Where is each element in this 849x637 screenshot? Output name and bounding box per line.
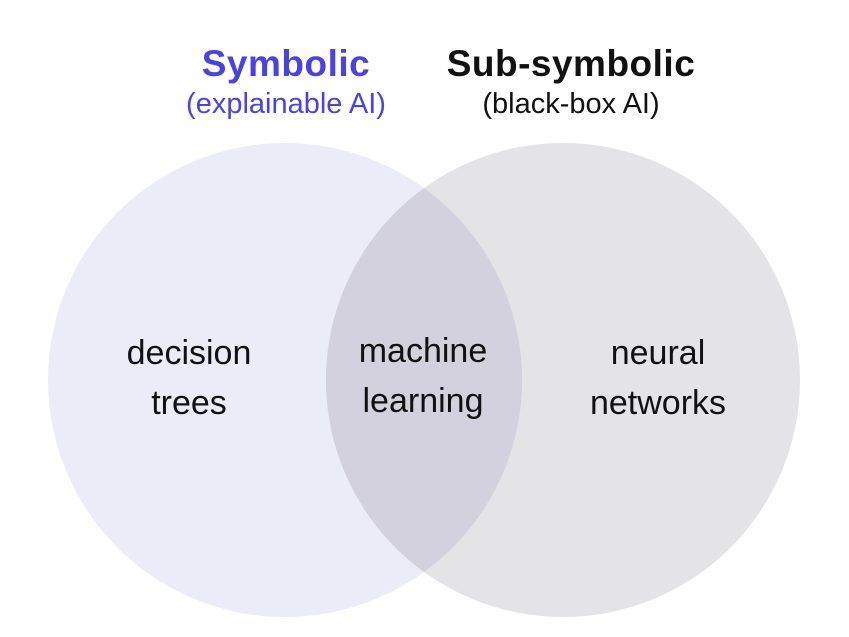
right-circle-label-line2: networks bbox=[589, 384, 727, 422]
overlap-label-line2: learning bbox=[362, 382, 484, 420]
left-circle-label-line2: trees bbox=[151, 384, 227, 422]
overlap-label-line1: machine bbox=[358, 332, 488, 370]
symbolic-subtitle: (explainable AI) bbox=[186, 88, 386, 120]
symbolic-title: Symbolic bbox=[201, 43, 371, 84]
left-circle-label-line1: decision bbox=[126, 334, 252, 372]
subsymbolic-title: Sub-symbolic bbox=[446, 43, 696, 84]
right-circle-label-line1: neural bbox=[610, 334, 706, 372]
overlap-lens bbox=[325, 188, 523, 572]
left-circle-label: decision trees bbox=[49, 328, 329, 428]
overlap-label: machine learning bbox=[283, 326, 563, 426]
symbolic-header: Symbolic (explainable AI) bbox=[136, 42, 436, 122]
subsymbolic-header: Sub-symbolic (black-box AI) bbox=[421, 42, 721, 122]
subsymbolic-subtitle: (black-box AI) bbox=[482, 88, 660, 120]
right-circle-label: neural networks bbox=[518, 328, 798, 428]
